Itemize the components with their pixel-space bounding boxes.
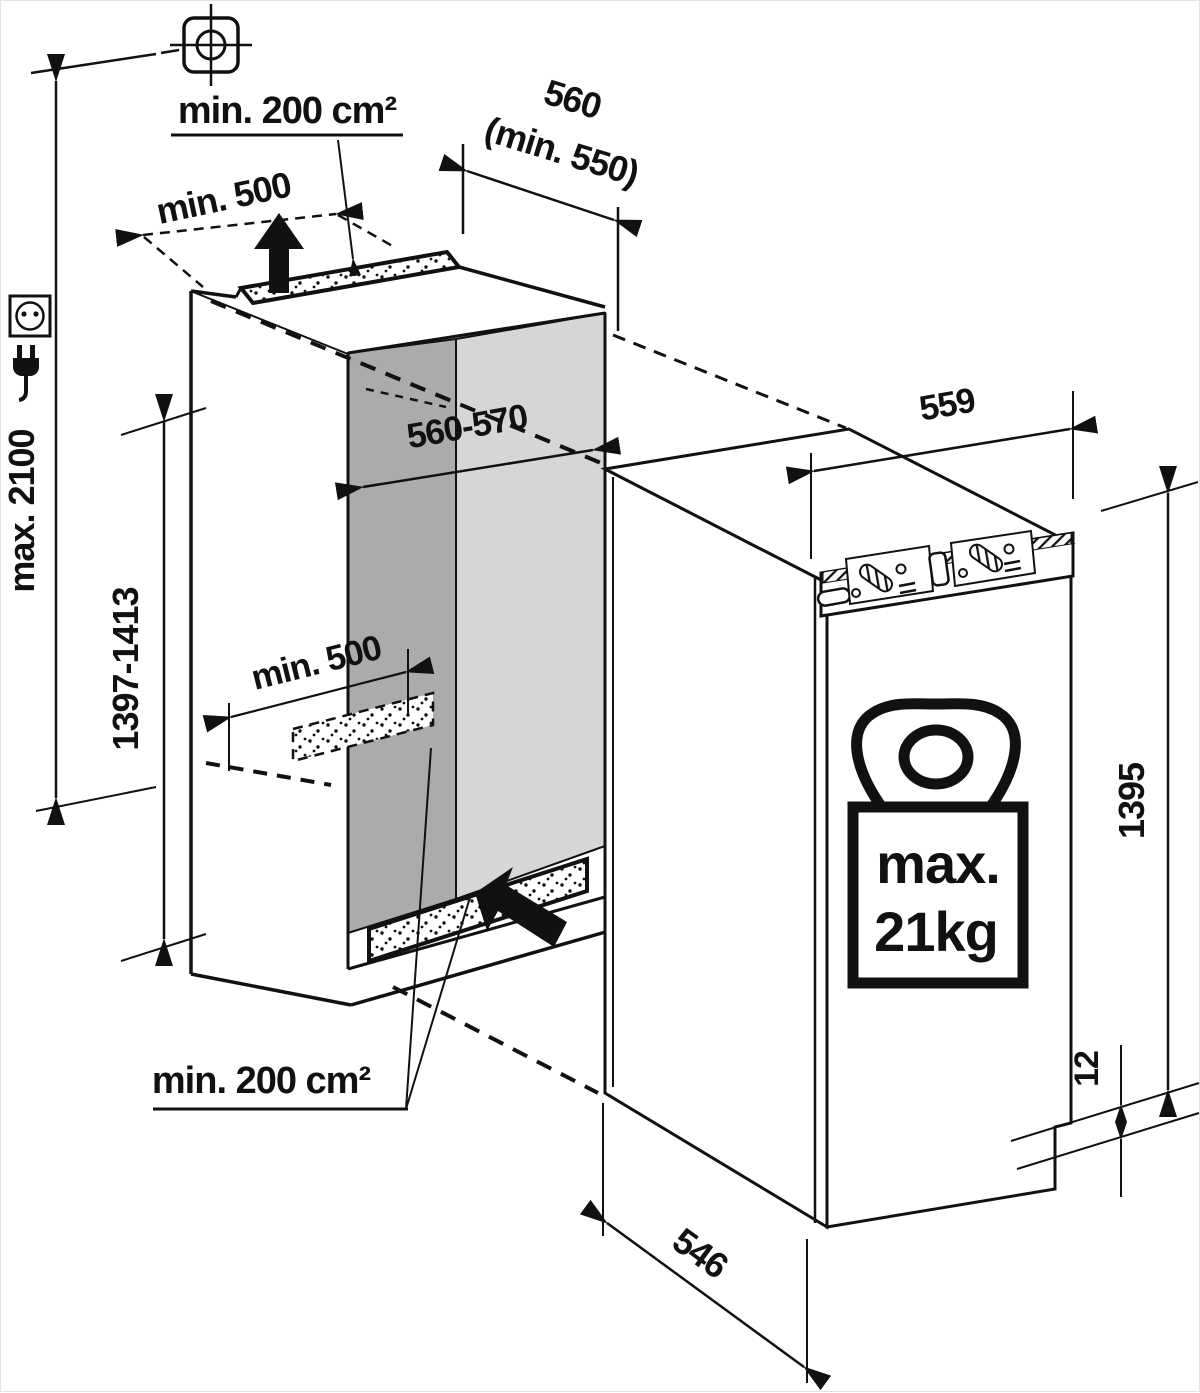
- niche-back-wall: [455, 311, 606, 901]
- airflow-intake-arrow-icon: [475, 867, 567, 947]
- dim-niche-height: 1397-1413: [105, 394, 207, 966]
- door-weight-icon: max. 21kg: [847, 698, 1029, 989]
- power-plug-icon: [13, 345, 39, 402]
- label-appliance-depth-top: 559: [916, 381, 978, 429]
- appliance-drawing: max. 21kg: [600, 427, 1076, 1230]
- mounting-brackets: [816, 529, 1075, 618]
- dimensions: max. 2100 min. 200 cm² min. 500: [1, 4, 1200, 1391]
- dim-ventilation-area-top: min. 200 cm²: [171, 90, 403, 277]
- dim-appliance-depth-top: 559: [785, 381, 1099, 559]
- power-outlet-icon: [8, 294, 52, 338]
- label-niche-height: 1397-1413: [105, 587, 146, 750]
- bottom-vent-strip: [367, 856, 589, 964]
- label-appliance-depth-bottom: 546: [665, 1220, 735, 1287]
- leveling-screw-icon: [170, 4, 252, 86]
- label-niche-depth-alt: (min. 550): [480, 108, 643, 193]
- appliance-left-side: [603, 466, 829, 1230]
- label-niche-depth: 560: [539, 71, 606, 127]
- dim-ventilation-area-bottom: min. 200 cm²: [152, 747, 472, 1111]
- dim-max-install-height: max. 2100: [1, 54, 157, 825]
- label-ventilation-area-bottom: min. 200 cm²: [152, 1060, 371, 1102]
- label-base-gap: 12: [1068, 1051, 1106, 1087]
- label-ventilation-area-top: min. 200 cm²: [178, 90, 397, 132]
- dim-base-gap: 12: [1010, 1045, 1200, 1197]
- label-max-install-height: max. 2100: [1, 429, 42, 592]
- weight-max-line1: max.: [876, 832, 1000, 895]
- dim-appliance-height: 1395: [1100, 466, 1199, 1117]
- label-appliance-height: 1395: [1111, 762, 1152, 839]
- weight-max-line2: 21kg: [874, 900, 998, 963]
